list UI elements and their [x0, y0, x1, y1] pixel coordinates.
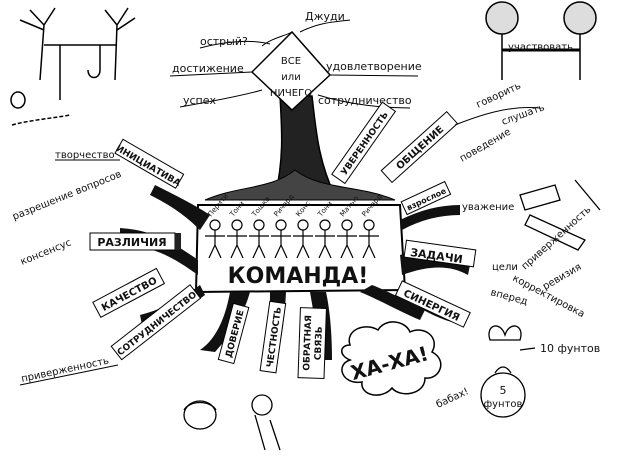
arrows-illustration	[519, 179, 601, 251]
team-figure	[249, 219, 269, 259]
word-satisfaction: удовлетворение	[326, 60, 422, 73]
svg-text:УВЕРЕННОСТЬ: УВЕРЕННОСТЬ	[340, 110, 391, 177]
tree-canopy-branches	[204, 169, 396, 201]
word-pounds: фунтов	[484, 399, 523, 410]
team-figure	[293, 219, 313, 259]
trees-goal-illustration	[485, 1, 597, 80]
communication-box: ОБЩЕНИЕ	[380, 110, 459, 184]
talk-line	[454, 106, 541, 126]
word-sharp: острый?	[200, 35, 248, 48]
diamond-connectors	[169, 19, 419, 109]
diamond-line-1: ВСЕ	[281, 56, 301, 67]
trees-rope-illustration	[10, 7, 136, 126]
word-respect: уважение	[462, 202, 514, 213]
word-participate: участвовать	[508, 42, 573, 53]
team-figure	[337, 219, 357, 259]
team-figure	[205, 219, 225, 259]
word-resolution: разрешение вопросов	[11, 169, 123, 223]
word-five: 5	[500, 384, 507, 397]
svg-text:ОБЩЕНИЕ: ОБЩЕНИЕ	[394, 124, 446, 172]
team-figure	[315, 219, 335, 259]
commitment-left-line	[19, 364, 119, 386]
diamond-line-2: или	[281, 72, 300, 83]
word-creativity: творчество	[55, 150, 115, 161]
haha-cloud: ХА-ХА!	[341, 321, 442, 396]
svg-text:РАЗЛИЧИЯ: РАЗЛИЧИЯ	[97, 236, 166, 249]
word-achievement: достижение	[172, 62, 244, 75]
team-figures	[205, 219, 379, 259]
word-revision: ревизия	[541, 262, 584, 293]
people-illustration	[183, 394, 281, 451]
word-behavior: поведение	[458, 127, 513, 165]
word-talk: говорить	[475, 80, 523, 110]
team-figure	[227, 219, 247, 259]
word-consensus: консенсус	[19, 237, 73, 267]
honesty-box: ЧЕСТНОСТЬ	[259, 300, 287, 374]
center-label: КОМАНДА!	[228, 264, 369, 289]
word-forward: вперед	[489, 287, 529, 307]
word-judy: Джуди	[305, 10, 345, 23]
svg-text:СВЯЗЬ: СВЯЗЬ	[314, 326, 325, 360]
initiative-box: ИНИЦИАТИВА	[114, 138, 185, 189]
word-commitment-left: приверженность	[20, 356, 110, 385]
top-diamond: ВСЕ или НИЧЕГО	[250, 30, 332, 112]
word-babakh: бабах!	[435, 386, 471, 411]
team-figure	[271, 219, 291, 259]
word-listen: слушать	[500, 102, 546, 128]
weights-illustration	[480, 325, 536, 418]
word-success: успех	[183, 94, 217, 107]
word-ten-pounds: 10 фунтов	[540, 342, 600, 355]
feedback-box: ОБРАТНАЯ СВЯЗЬ	[297, 307, 327, 380]
differences-box: РАЗЛИЧИЯ	[89, 232, 181, 251]
svg-text:ОБРАТНАЯ: ОБРАТНАЯ	[302, 315, 314, 371]
svg-text:ИНИЦИАТИВА: ИНИЦИАТИВА	[114, 144, 182, 189]
team-figure	[359, 219, 379, 259]
word-goals: цели	[492, 262, 518, 273]
word-collaboration: сотрудничество	[318, 94, 412, 107]
diamond-line-3: НИЧЕГО	[270, 88, 312, 99]
quality-box: КАЧЕСТВО	[92, 267, 166, 318]
